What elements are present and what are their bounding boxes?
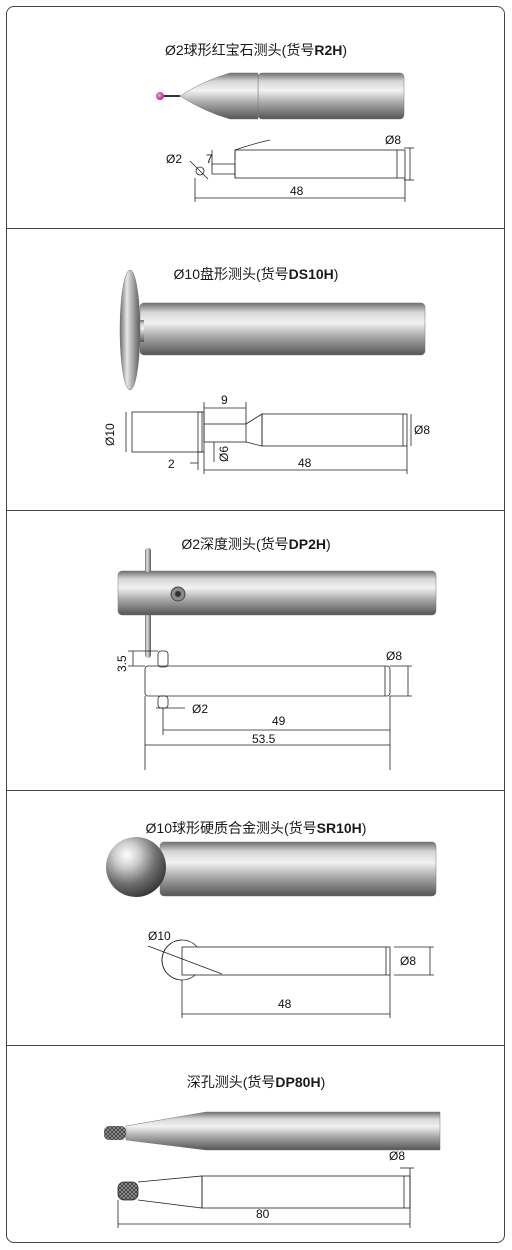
dim-length: 80 <box>256 1207 270 1221</box>
drawing-r2h: Ø2 7 48 Ø8 <box>166 133 414 202</box>
dim-shank-dia: Ø8 <box>400 954 416 968</box>
section-divider <box>6 228 505 229</box>
drawing-dp80h: Ø8 80 <box>117 1149 414 1228</box>
title-dp80h: 深孔测头(货号DP80H) <box>186 1074 326 1090</box>
dim-ball-dia: Ø10 <box>148 929 171 943</box>
section-divider <box>6 510 505 511</box>
dim-length: 48 <box>278 997 292 1011</box>
drawing-dp2h: 3.5 Ø8 Ø2 49 53.5 <box>115 649 412 770</box>
title-ds10h: Ø10盘形测头(货号DS10H) <box>173 266 339 282</box>
dim-shank-dia: Ø8 <box>389 1149 405 1163</box>
dim-neck-dia: Ø6 <box>217 446 231 462</box>
dim-len-a: 49 <box>272 714 286 728</box>
dim-disc-thk: 2 <box>168 457 175 471</box>
probe-photo-dp80h <box>104 1111 441 1151</box>
dim-length: 48 <box>298 456 312 470</box>
dim-neck-len: 9 <box>221 393 228 407</box>
dim-tip-len: 7 <box>206 152 213 166</box>
dim-shank-dia: Ø8 <box>385 133 401 147</box>
dim-disc-dia: Ø10 <box>103 423 117 446</box>
title-dp2h: Ø2深度测头(货号DP2H) <box>181 536 331 552</box>
dim-len-b: 53.5 <box>252 732 276 746</box>
probe-photo-sr10h <box>106 837 437 897</box>
section-divider <box>6 1045 505 1046</box>
dim-pin-dia: Ø2 <box>192 702 208 716</box>
title-sr10h: Ø10球形硬质合金测头(货号SR10H) <box>145 820 367 836</box>
probe-photo-ds10h <box>119 269 426 391</box>
probe-photo-r2h <box>156 72 405 120</box>
title-r2h: Ø2球形红宝石测头(货号R2H) <box>164 42 348 58</box>
dim-shank-dia: Ø8 <box>386 649 402 663</box>
dim-tip-dia: Ø2 <box>166 152 182 166</box>
dim-shank-dia: Ø8 <box>414 423 430 437</box>
section-divider <box>6 790 505 791</box>
dim-length: 48 <box>290 184 304 198</box>
product-frame <box>6 6 505 1243</box>
drawing-ds10h: Ø10 2 9 Ø6 48 Ø8 <box>103 393 430 474</box>
dim-pin-len: 3.5 <box>115 655 129 672</box>
probe-photo-dp2h <box>117 548 437 658</box>
drawing-sr10h: Ø10 Ø8 48 <box>147 929 434 1018</box>
